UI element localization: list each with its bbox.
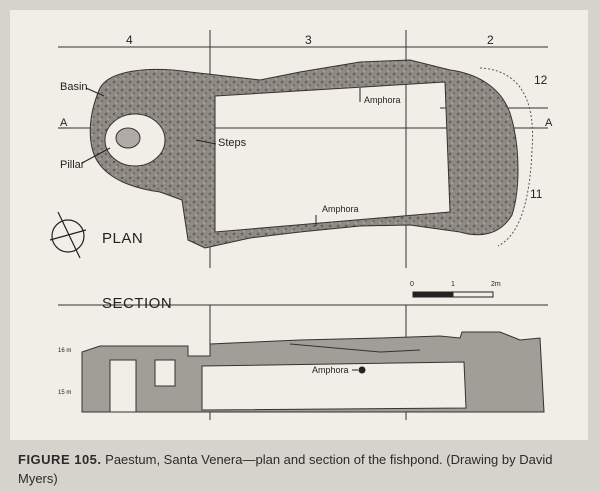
label-amphora-section: Amphora bbox=[312, 365, 349, 375]
section-title: SECTION bbox=[102, 295, 173, 312]
section-mark-right: A bbox=[545, 117, 553, 129]
figure-caption: FIGURE 105. Paestum, Santa Venera—plan a… bbox=[18, 450, 588, 488]
plan-title: PLAN bbox=[102, 230, 144, 247]
label-steps: Steps bbox=[218, 137, 247, 149]
plan-walls bbox=[89, 59, 534, 249]
plan-leaders bbox=[60, 87, 361, 226]
scale-bar bbox=[412, 291, 494, 298]
grid-label-4: 4 bbox=[126, 33, 133, 47]
caption-text: Paestum, Santa Venera—plan and section o… bbox=[18, 452, 553, 486]
amphora-section-marker bbox=[358, 366, 366, 374]
scale-label-2: 2m bbox=[491, 281, 501, 288]
section-mark-left: A bbox=[60, 117, 68, 129]
elevation-label-16: 16 m bbox=[58, 348, 72, 354]
grid-label-11: 11 bbox=[530, 187, 543, 201]
grid-label-12: 12 bbox=[534, 73, 548, 87]
scale-label-0: 0 bbox=[410, 281, 414, 288]
caption-label: FIGURE 105. bbox=[18, 452, 102, 467]
grid-label-2: 2 bbox=[487, 33, 494, 47]
scale-label-2-value: 2 bbox=[491, 281, 495, 288]
label-pillar: Pillar bbox=[60, 159, 85, 171]
section-profile bbox=[81, 331, 545, 413]
scale-label-1: 1 bbox=[451, 281, 455, 288]
label-basin: Basin bbox=[60, 81, 88, 93]
scale-unit: m bbox=[494, 281, 501, 288]
label-amphora-mid: Amphora bbox=[322, 204, 359, 214]
label-amphora-top: Amphora bbox=[364, 95, 401, 105]
grid-label-3: 3 bbox=[305, 33, 312, 47]
elevation-label-15: 15 m bbox=[58, 390, 72, 396]
north-symbol bbox=[49, 211, 87, 259]
